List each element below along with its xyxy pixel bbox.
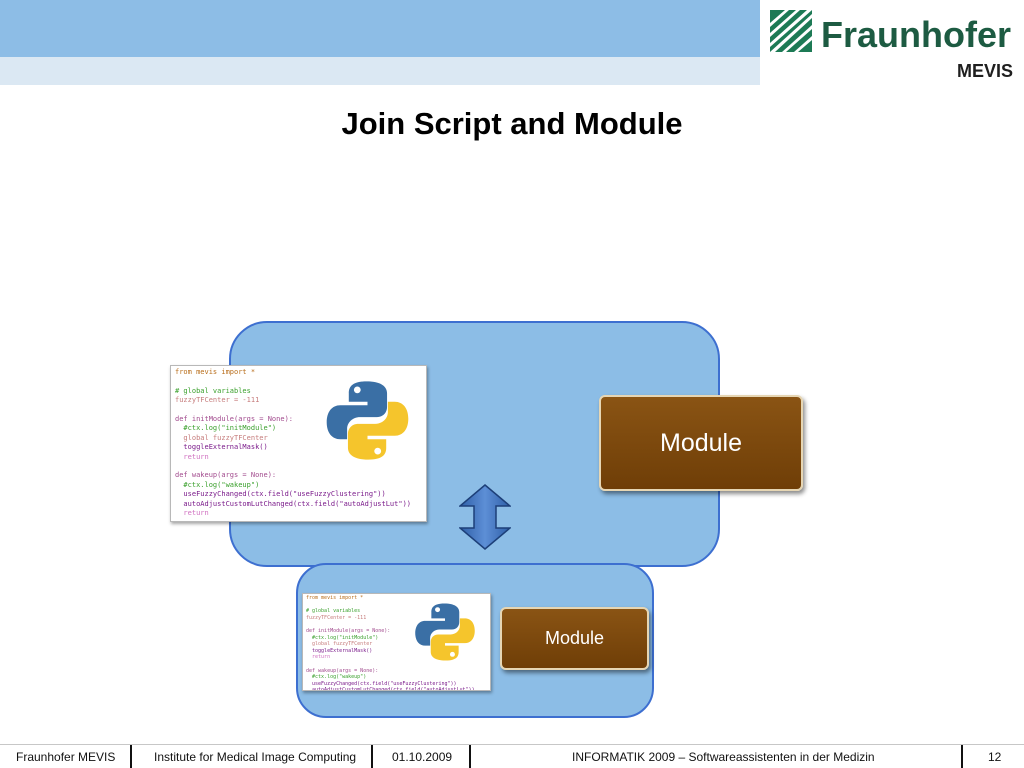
slide-footer: Fraunhofer MEVIS Institute for Medical I…	[0, 745, 1024, 768]
code-line: toggleExternalMask()	[306, 647, 373, 654]
code-line: #ctx.log("initModule")	[306, 634, 379, 641]
footer-separator	[469, 745, 471, 768]
code-line: toggleExternalMask()	[175, 443, 268, 452]
code-line: fuzzyTFCenter = -111	[175, 396, 260, 405]
code-line: fuzzyTFCenter = -111	[306, 614, 367, 621]
logo-text: Fraunhofer	[821, 14, 1012, 55]
footer-separator	[961, 745, 963, 768]
code-line: def initModule(args = None):	[306, 627, 391, 634]
code-line	[175, 462, 411, 471]
footer-separator	[130, 745, 132, 768]
footer-institute: Institute for Medical Image Computing	[154, 750, 357, 764]
code-line: global fuzzyTFCenter	[175, 433, 268, 442]
logo-subtitle: MEVIS	[957, 61, 1014, 81]
code-line: autoAdjustCustomLutChanged(ctx.field("au…	[306, 687, 475, 691]
code-line: return	[175, 452, 209, 461]
code-line: return	[175, 509, 209, 518]
code-line: #ctx.log("initModule")	[175, 424, 277, 433]
code-line: def wakeup(args = None):	[175, 471, 277, 480]
module-box-small: Module	[500, 607, 649, 670]
footer-separator	[371, 745, 373, 768]
code-line: def wakeup(args = None):	[306, 667, 379, 674]
python-logo-icon	[415, 603, 475, 661]
code-line: #ctx.log("wakeup")	[175, 480, 260, 489]
footer-org: Fraunhofer MEVIS	[16, 750, 116, 764]
code-line: #ctx.log("wakeup")	[306, 674, 367, 681]
code-line: from mevis import *	[306, 595, 364, 601]
module-box-large: Module	[599, 395, 803, 491]
python-logo-icon	[326, 381, 409, 460]
code-line: useFuzzyChanged(ctx.field("useFuzzyClust…	[306, 680, 457, 687]
fraunhofer-stripes-icon	[770, 10, 812, 52]
slide-title: Join Script and Module	[341, 106, 683, 141]
code-line: def initModule(args = None):	[175, 415, 294, 424]
footer-page-number: 12	[988, 750, 1002, 764]
code-line: # global variables	[175, 386, 251, 395]
code-line: # global variables	[306, 608, 361, 615]
footer-divider	[0, 744, 1024, 745]
double-arrow-icon	[459, 484, 511, 550]
code-line: global fuzzyTFCenter	[306, 641, 373, 648]
code-line: return	[306, 654, 331, 661]
code-line: from mevis import *	[175, 368, 256, 376]
footer-event: INFORMATIK 2009 – Softwareassistenten in…	[572, 750, 875, 764]
code-line: autoAdjustCustomLutChanged(ctx.field("au…	[175, 499, 412, 508]
code-line: useFuzzyChanged(ctx.field("useFuzzyClust…	[175, 490, 386, 499]
footer-date: 01.10.2009	[392, 750, 453, 764]
